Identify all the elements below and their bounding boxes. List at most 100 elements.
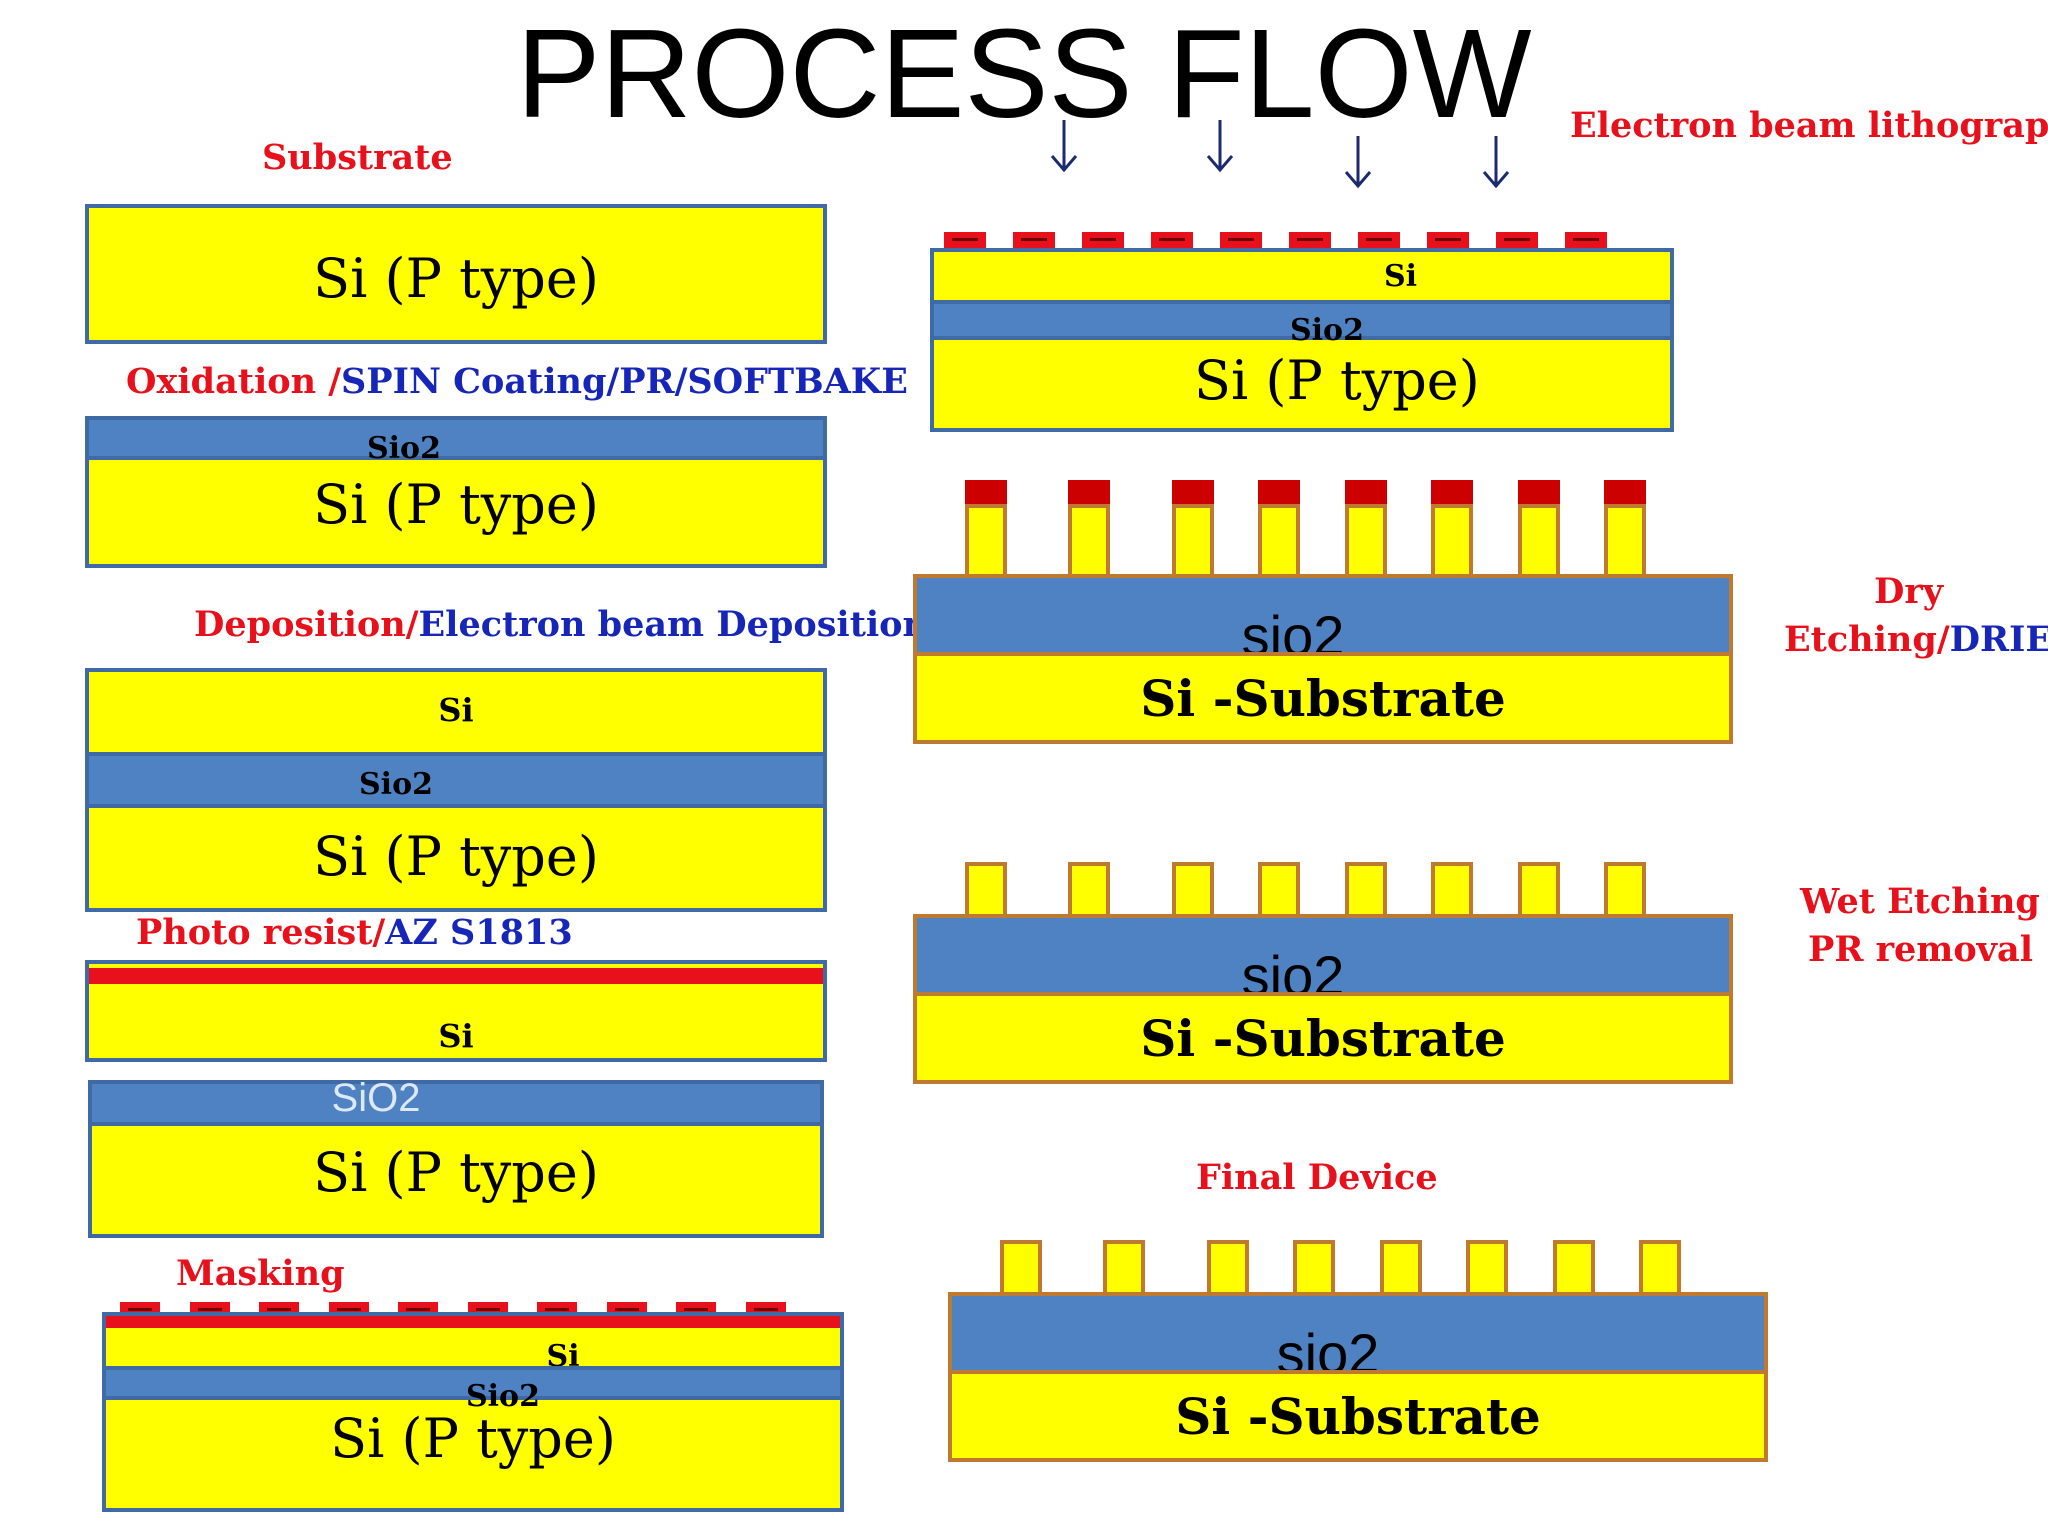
sio2-layer: sio2 bbox=[913, 914, 1733, 1004]
stack-photoresist: Si bbox=[85, 960, 827, 1062]
si-pillar bbox=[1553, 1240, 1595, 1296]
si-pillar bbox=[1345, 504, 1387, 578]
sio2-layer: sio2 bbox=[948, 1292, 1768, 1382]
si-pillar bbox=[1518, 504, 1560, 578]
label-ebeam-dep-part: Electron beam Deposition bbox=[418, 604, 928, 645]
resist-segment bbox=[1082, 232, 1124, 248]
label-pr-removal: PR removal bbox=[1808, 929, 2033, 970]
electron-beam-arrows bbox=[1050, 120, 1510, 189]
si-pillar bbox=[1068, 504, 1110, 578]
resist-cap bbox=[1345, 480, 1387, 504]
si-pillar bbox=[1172, 862, 1214, 918]
arrow-down-icon bbox=[1050, 120, 1078, 173]
si-p-type-text: Si (P type) bbox=[330, 1407, 616, 1470]
si-pillar bbox=[1103, 1240, 1145, 1296]
resist-segment bbox=[1565, 232, 1607, 248]
sio2-text: Sio2 bbox=[1290, 313, 1364, 348]
masking-frame: Si Sio2 Si (P type) bbox=[102, 1312, 844, 1512]
label-oxidation: Oxidation /SPIN Coating/PR/SOFTBAKE bbox=[126, 364, 908, 399]
label-final-device: Final Device bbox=[1196, 1157, 1438, 1198]
resist-segment bbox=[1427, 232, 1469, 248]
resist-cap bbox=[1068, 480, 1110, 504]
resist-cap bbox=[1604, 480, 1646, 504]
si-layer: Si bbox=[85, 960, 827, 1062]
resist-cap bbox=[1431, 480, 1473, 504]
si-substrate-text: Si -Substrate bbox=[1140, 1009, 1506, 1068]
si-substrate-text: Si -Substrate bbox=[1175, 1387, 1541, 1446]
si-pillar bbox=[1604, 862, 1646, 918]
stack-deposition: Si Sio2 Si (P type) bbox=[85, 668, 827, 912]
substrate-layer: Si -Substrate bbox=[948, 1370, 1768, 1462]
label-wet-etching: Wet Etching bbox=[1800, 881, 2040, 922]
label-ebl: Electron beam lithography bbox=[1570, 105, 2048, 146]
label-masking: Masking bbox=[176, 1253, 345, 1294]
sio2-text: Sio2 bbox=[466, 1379, 540, 1414]
label-oxidation-part: Oxidation / bbox=[126, 361, 342, 402]
si-pillar bbox=[965, 862, 1007, 918]
stack-oxidation: Si (P type) Sio2 bbox=[85, 416, 827, 568]
si-pillar bbox=[1068, 862, 1110, 918]
si-p-type-text: Si (P type) bbox=[313, 1141, 599, 1204]
sio2-layer: SiO2 bbox=[88, 1078, 824, 1126]
sio2-layer bbox=[106, 1366, 840, 1400]
resist-segment bbox=[1496, 232, 1538, 248]
si-substrate-text: Si -Substrate bbox=[1140, 669, 1506, 728]
si-pillar bbox=[1172, 504, 1214, 578]
sio2-text: Sio2 bbox=[359, 767, 433, 802]
stack-substrate: Si (P type) bbox=[85, 204, 827, 344]
si-pillar bbox=[1431, 862, 1473, 918]
si-layer: Si (P type) bbox=[930, 336, 1674, 432]
resist-cap bbox=[1172, 480, 1214, 504]
si-pillar bbox=[1207, 1240, 1249, 1296]
si-layer: Si (P type) bbox=[88, 1122, 824, 1238]
sio2-layer: sio2 bbox=[913, 574, 1733, 664]
si-pillar bbox=[1380, 1240, 1422, 1296]
sio2-caps-text: SiO2 bbox=[331, 1076, 421, 1120]
sio2-text: Sio2 bbox=[367, 431, 441, 466]
label-etching-part: Etching/ bbox=[1784, 619, 1950, 660]
label-substrate: Substrate bbox=[262, 137, 453, 178]
stack-wet-etching: sio2 Si -Substrate bbox=[913, 862, 1733, 1106]
si-layer: Si (P type) bbox=[85, 456, 827, 568]
photoresist-layer bbox=[89, 968, 823, 984]
resist-segment bbox=[1220, 232, 1262, 248]
stack-final-device: sio2 Si -Substrate bbox=[948, 1240, 1768, 1484]
si-layer: Si (P type) bbox=[85, 204, 827, 344]
si-top-layer: Si bbox=[85, 668, 827, 756]
si-p-type-text: Si (P type) bbox=[313, 473, 599, 536]
si-p-type-text: Si (P type) bbox=[313, 247, 599, 310]
resist-cap bbox=[1518, 480, 1560, 504]
arrow-down-icon bbox=[1344, 136, 1372, 189]
si-p-type-text: Si (P type) bbox=[1194, 349, 1480, 412]
substrate-layer: Si -Substrate bbox=[913, 992, 1733, 1084]
stack-dry-etching: sio2 Si -Substrate bbox=[913, 480, 1733, 744]
si-p-type-text: Si (P type) bbox=[313, 825, 599, 888]
resist-segment bbox=[944, 232, 986, 248]
label-photoresist-part: Photo resist/ bbox=[136, 912, 386, 953]
si-layer: Si (P type) bbox=[85, 804, 827, 912]
photoresist-layer bbox=[106, 1316, 840, 1328]
arrow-down-icon bbox=[1482, 136, 1510, 189]
label-drie-part: DRIE bbox=[1949, 619, 2048, 660]
label-deposition-part: Deposition/ bbox=[194, 604, 419, 645]
si-pillar bbox=[965, 504, 1007, 578]
sio2-layer: Sio2 bbox=[85, 752, 827, 808]
si-pillar bbox=[1345, 862, 1387, 918]
resist-segment bbox=[1013, 232, 1055, 248]
stack-masking: Si Sio2 Si (P type) bbox=[102, 1296, 844, 1512]
si-pillar bbox=[1639, 1240, 1681, 1296]
label-az-part: AZ S1813 bbox=[385, 912, 573, 953]
resist-segment bbox=[1289, 232, 1331, 248]
stack-ebl: Si Si (P type) Sio2 bbox=[930, 232, 1674, 432]
resist-segment bbox=[1151, 232, 1193, 248]
si-text: Si bbox=[1384, 259, 1418, 294]
stack-photoresist-base: SiO2 Si (P type) bbox=[88, 1078, 824, 1238]
si-pillar bbox=[1258, 504, 1300, 578]
si-text: Si bbox=[438, 691, 474, 729]
si-pillar bbox=[1466, 1240, 1508, 1296]
label-photoresist: Photo resist/AZ S1813 bbox=[136, 915, 573, 950]
arrow-down-icon bbox=[1206, 120, 1234, 173]
substrate-layer: Si -Substrate bbox=[913, 652, 1733, 744]
label-dry-etching: Etching/DRIE bbox=[1784, 622, 2048, 657]
si-pillar bbox=[1431, 504, 1473, 578]
